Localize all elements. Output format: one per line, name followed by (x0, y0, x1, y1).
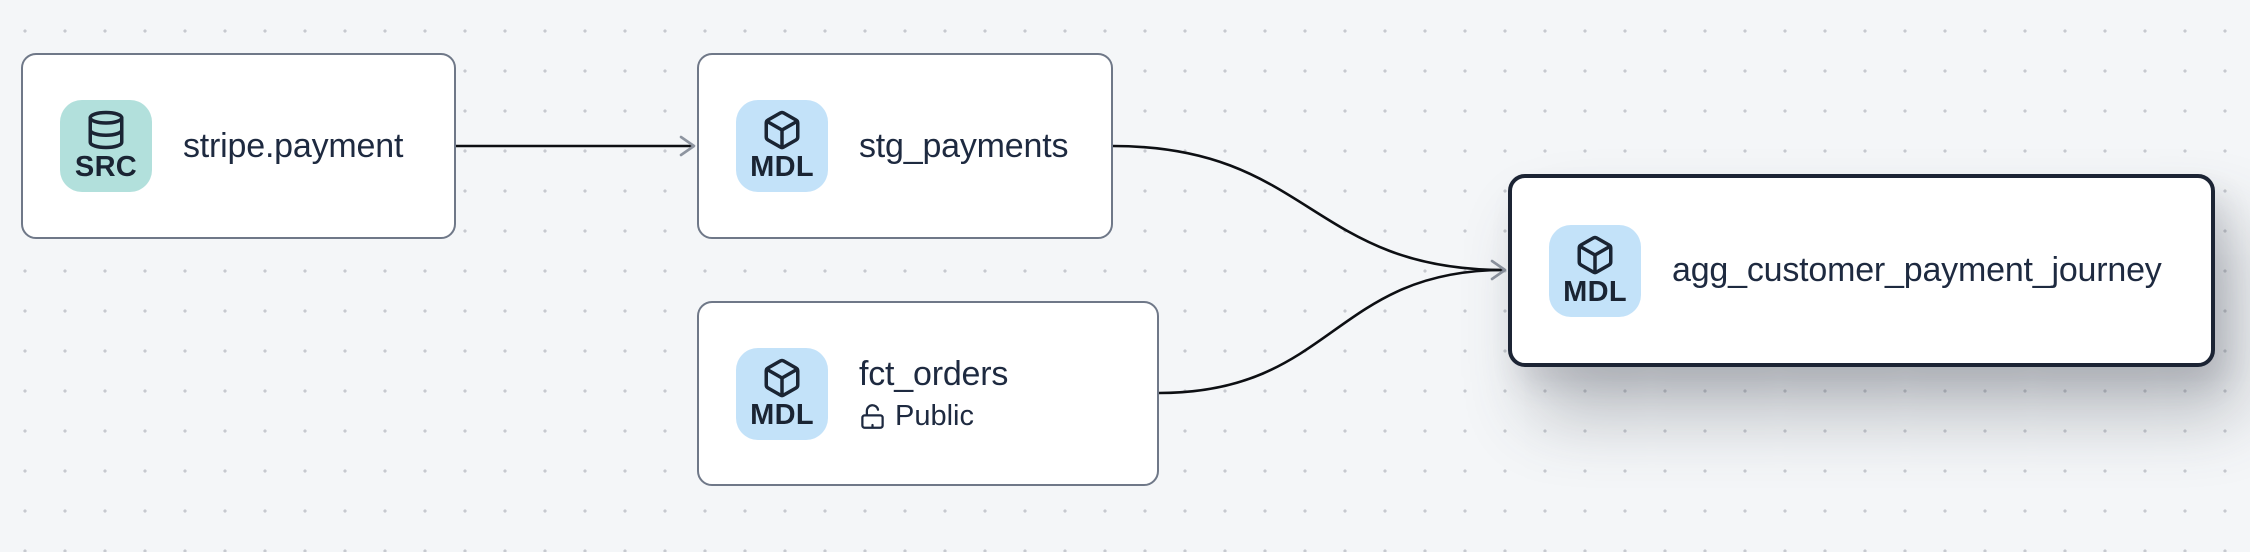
model-type-badge: MDL (1549, 224, 1641, 317)
node-stg-payments[interactable]: MDL stg_payments (697, 53, 1113, 239)
model-type-badge: MDL (736, 100, 828, 192)
node-agg-customer-payment-journey[interactable]: MDL agg_customer_payment_journey (1508, 174, 2215, 367)
access-level-label: Public (895, 399, 974, 432)
node-title: stg_payments (859, 126, 1069, 165)
node-title: fct_orders (859, 354, 1009, 393)
edge-arrowhead-icon (679, 135, 696, 157)
node-stripe-payment[interactable]: SRC stripe.payment (21, 53, 456, 239)
badge-label: SRC (74, 151, 138, 184)
badge-label: MDL (750, 398, 814, 431)
edge-arrowhead-icon (1490, 259, 1507, 281)
node-title: agg_customer_payment_journey (1672, 251, 2162, 290)
node-title: stripe.payment (183, 126, 404, 165)
node-fct-orders[interactable]: MDL fct_orders Public (697, 301, 1159, 486)
database-icon (88, 111, 124, 150)
source-type-badge: SRC (60, 100, 152, 192)
edge-fct-orders-to-agg-customer-payment-journey[interactable] (1158, 268, 1505, 395)
box-icon (764, 358, 800, 398)
box-icon (764, 111, 800, 150)
badge-label: MDL (750, 151, 814, 184)
edge-stg-payments-to-agg-customer-payment-journey[interactable] (1112, 144, 1505, 272)
box-icon (1577, 235, 1613, 275)
unlock-icon (861, 404, 884, 429)
model-type-badge: MDL (736, 347, 828, 440)
badge-label: MDL (1563, 275, 1627, 308)
access-level: Public (859, 400, 1008, 433)
